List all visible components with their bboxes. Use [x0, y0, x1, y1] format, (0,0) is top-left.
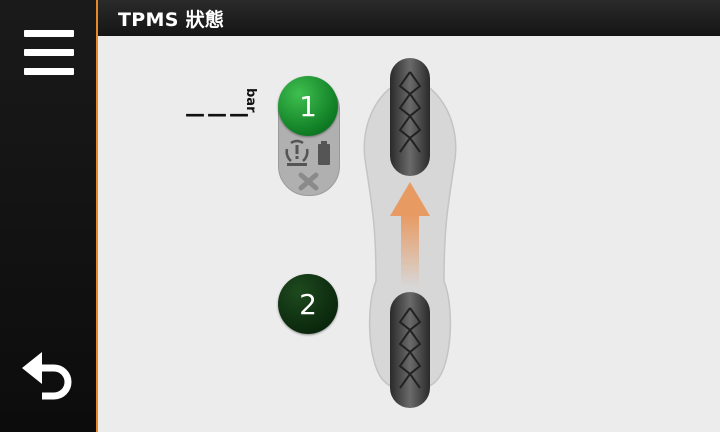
tire-1-pressure-unit: bar — [243, 88, 258, 113]
close-icon — [298, 172, 319, 191]
front-tire-icon — [390, 58, 430, 176]
motorcycle-diagram — [363, 58, 457, 408]
battery-icon — [318, 141, 330, 165]
tire-1-number: 1 — [299, 89, 317, 123]
tire-1-indicator[interactable]: 1 — [278, 76, 338, 136]
tpms-warning-icon — [285, 139, 309, 166]
tire-2-number: 2 — [299, 287, 317, 321]
sidebar-divider — [96, 0, 98, 432]
page-title: TPMS 狀態 — [118, 9, 225, 31]
back-arrow-icon[interactable] — [20, 348, 80, 404]
hamburger-menu-icon[interactable] — [24, 30, 76, 78]
tire-1-pressure: ——— — [185, 102, 251, 126]
header-bar: TPMS 狀態 — [98, 0, 720, 36]
tire-2-indicator[interactable]: 2 — [278, 274, 338, 334]
tpms-status-view: ——— bar 1 2 — [98, 36, 720, 432]
sidebar — [0, 0, 96, 432]
rear-tire-icon — [390, 292, 430, 408]
direction-arrow-icon — [390, 182, 430, 287]
